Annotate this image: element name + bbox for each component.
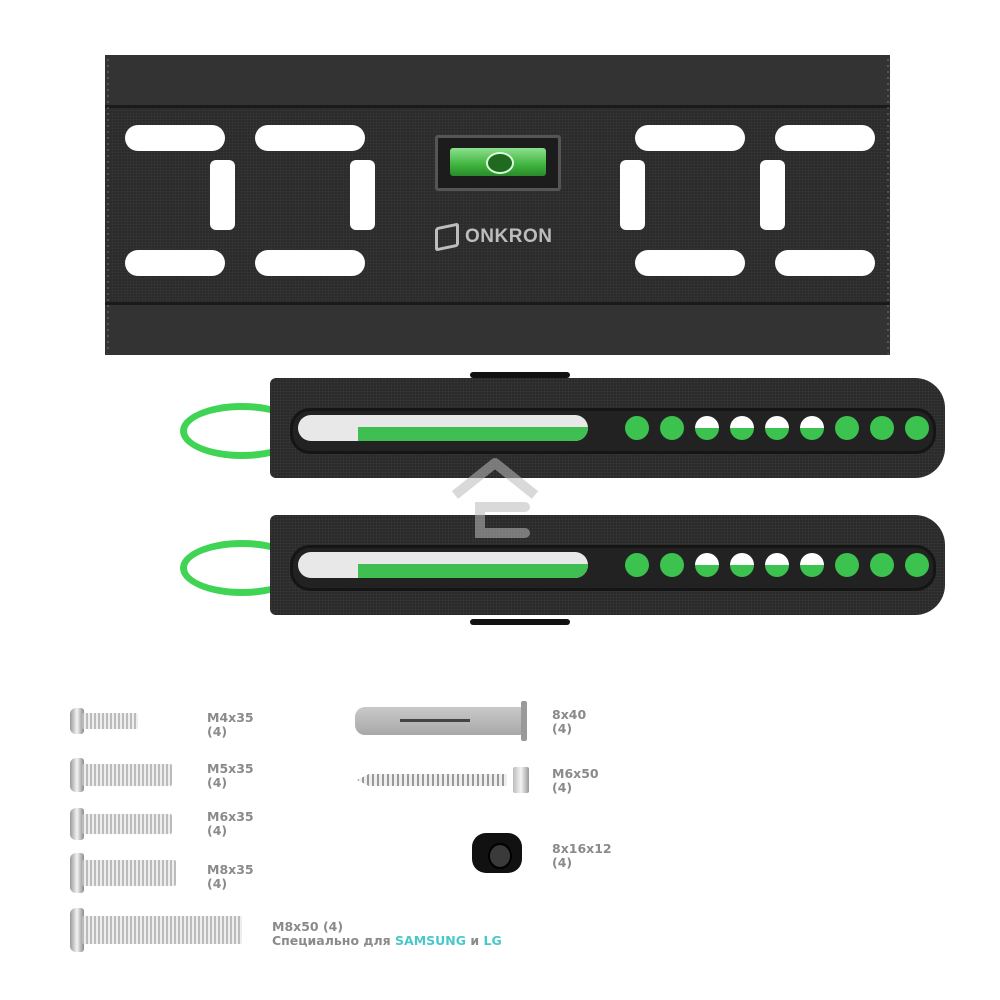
- mount-slot: [775, 125, 875, 151]
- arm-hole: [625, 553, 649, 577]
- label-m4x35: M4x35(4): [207, 710, 254, 739]
- arm-hole: [660, 416, 684, 440]
- arm-hole: [800, 416, 824, 440]
- arm-hole: [905, 553, 929, 577]
- mount-slot: [635, 250, 745, 276]
- mount-slot: [125, 125, 225, 151]
- arm-hole: [905, 416, 929, 440]
- arm-hole: [835, 553, 859, 577]
- mount-tab: [760, 160, 785, 230]
- arm-hole: [835, 416, 859, 440]
- safety-clip: [470, 619, 570, 625]
- screw-m5x35: [70, 758, 175, 792]
- mount-slot: [255, 250, 365, 276]
- mount-slot: [255, 125, 365, 151]
- vertical-arm-1: [180, 372, 950, 478]
- arm-slot: [298, 552, 588, 578]
- arm-hole: [730, 416, 754, 440]
- arm-hole: [695, 416, 719, 440]
- mount-slot: [635, 125, 745, 151]
- arm-hole: [800, 553, 824, 577]
- spacer-8x16x12: [472, 833, 522, 873]
- mount-tab: [350, 160, 375, 230]
- label-m6x50: M6x50(4): [552, 766, 599, 795]
- wall-plate: ONKRON: [45, 45, 950, 355]
- mount-tab: [210, 160, 235, 230]
- screw-m4x35: [70, 708, 140, 734]
- arm-hole: [765, 553, 789, 577]
- lag-screw-m6x50: [357, 767, 529, 793]
- level-vial: [450, 148, 546, 176]
- mount-tab: [620, 160, 645, 230]
- green-pull-strap: [180, 403, 304, 459]
- label-m8x35: M8x35(4): [207, 862, 254, 891]
- safety-clip: [470, 372, 570, 378]
- watermark-logo-icon: [451, 458, 539, 538]
- arm-slot: [298, 415, 588, 441]
- level-bubble: [486, 152, 514, 174]
- label-8x40: 8x40(4): [552, 707, 587, 736]
- arm-hole: [870, 416, 894, 440]
- mount-slot: [775, 250, 875, 276]
- arm-hole: [765, 416, 789, 440]
- plate-top-rail: [105, 55, 890, 108]
- left-end-cap: [45, 45, 110, 355]
- arm-hole: [660, 553, 684, 577]
- vertical-arm-2: [180, 515, 950, 625]
- label-m8x50: M8x50 (4) Специально для SAMSUNG и LG: [272, 919, 502, 948]
- wall-anchor-8x40: [355, 701, 527, 741]
- arm-hole: [695, 553, 719, 577]
- bubble-level: [435, 135, 561, 191]
- right-end-cap: [885, 45, 950, 355]
- screw-m8x50: [70, 908, 245, 952]
- label-m6x35: M6x35(4): [207, 809, 254, 838]
- arm-hole: [870, 553, 894, 577]
- brand-name: ONKRON: [465, 226, 553, 247]
- label-8x16x12: 8x16x12(4): [552, 841, 612, 870]
- screw-m6x35: [70, 808, 175, 840]
- arm-hole: [730, 553, 754, 577]
- mount-slot: [125, 250, 225, 276]
- screw-m8x35: [70, 853, 178, 893]
- arm-hole: [625, 416, 649, 440]
- brand-mark: ONKRON: [435, 222, 553, 252]
- label-m5x35: M5x35(4): [207, 761, 254, 790]
- green-pull-strap: [180, 540, 304, 596]
- onkron-logo-icon: [435, 222, 459, 252]
- plate-bottom-rail: [105, 302, 890, 355]
